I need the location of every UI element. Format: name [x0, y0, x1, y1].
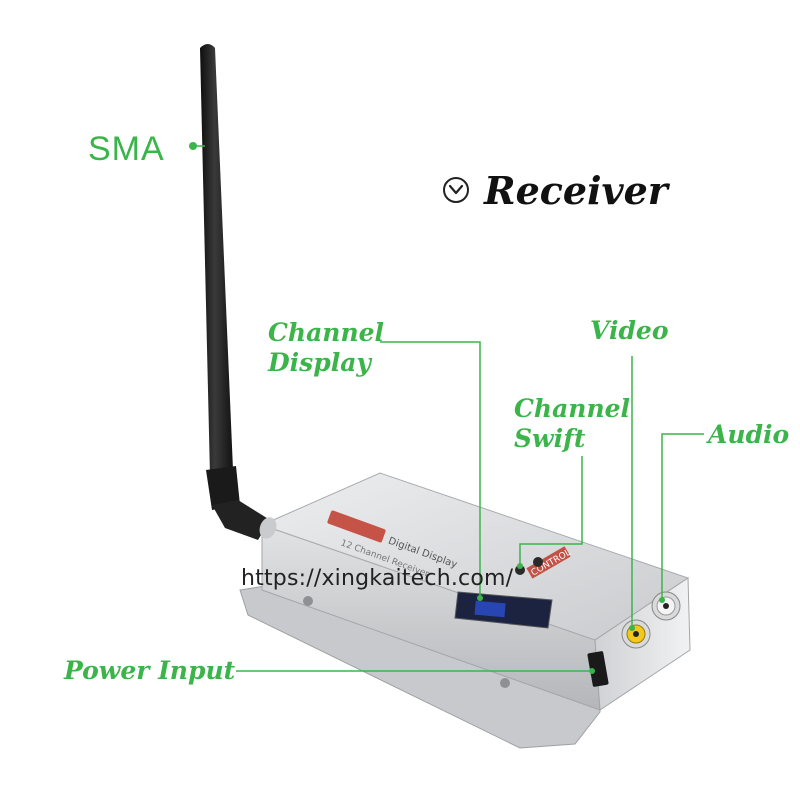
mounting-screw: [303, 596, 313, 606]
audio-label: Audio: [708, 420, 790, 449]
mounting-screw: [500, 678, 510, 688]
callout-line-channel-display: [380, 341, 481, 598]
power-input-jack[interactable]: [587, 651, 609, 687]
video-label: Video: [590, 316, 669, 345]
page-title: Receiver: [484, 168, 668, 213]
channel-swift-label-line1: Channel: [514, 394, 631, 423]
sma-label: SMA: [88, 130, 165, 168]
watermark-url: https://xingkaitech.com/: [241, 566, 514, 591]
channel-display-label-line1: Channel: [268, 318, 385, 347]
audio-port[interactable]: [651, 591, 681, 621]
receiver-device: Digital Display 12 Channel Receiver CONT…: [239, 472, 691, 749]
channel-down-button[interactable]: [533, 557, 543, 567]
callout-dot-sma: [189, 142, 197, 150]
callout-line-audio: [661, 433, 704, 600]
power-input-label: Power Input: [64, 656, 236, 685]
callout-dot-channel-display: [477, 595, 483, 601]
callout-dot-video: [629, 625, 635, 631]
callout-dot-channel-swift: [517, 563, 523, 569]
callout-dot-audio: [659, 597, 665, 603]
callout-dot-power-input: [589, 668, 595, 674]
brand-badge: [327, 510, 386, 543]
channel-swift-label-line2: Swift: [514, 424, 586, 453]
video-port[interactable]: [621, 619, 651, 649]
chevron-down-circle-icon: [443, 177, 469, 203]
channel-display-label-line2: Display: [268, 348, 371, 377]
sma-antenna: [200, 44, 277, 540]
callout-line-channel-swift: [519, 456, 583, 566]
